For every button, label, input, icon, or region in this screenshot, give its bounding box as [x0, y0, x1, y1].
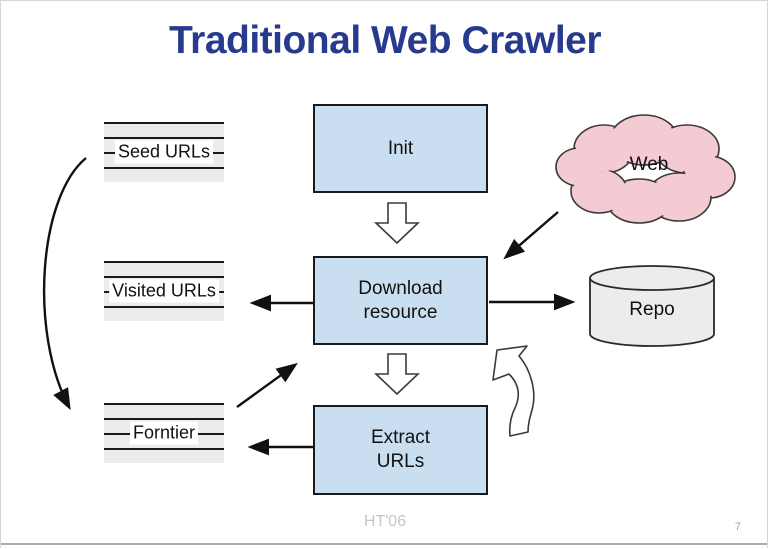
edge-extract-to-download-feedback-arrow-icon [492, 345, 535, 437]
stack-bar [104, 167, 224, 182]
node-frontier: Forntier [104, 403, 224, 463]
edge-download-to-extract-block-arrow-icon [374, 353, 420, 395]
node-repo-label: Repo [629, 299, 675, 320]
stack-bar [104, 261, 224, 276]
node-visited-urls: Visited URLs [104, 261, 224, 321]
node-init: Init [313, 104, 488, 193]
node-download-resource: Download resource [313, 256, 488, 345]
footer-page-number: 7 [734, 521, 741, 533]
node-extract-urls-label: Extract URLs [370, 427, 431, 472]
footer-conference: HT'06 [363, 513, 407, 530]
edge-init-to-download-block-arrow-icon [374, 202, 420, 244]
stack-bar [104, 448, 224, 463]
node-init-label: Init [387, 137, 414, 159]
stack-bar [104, 306, 224, 321]
slide-bottom-border [1, 543, 767, 545]
node-seed-urls: Seed URLs [104, 122, 224, 182]
node-seed-urls-label: Seed URLs [114, 140, 214, 164]
node-repo: Repo [587, 262, 717, 350]
edge-frontier-to-download [236, 362, 298, 408]
stack-bar [104, 122, 224, 137]
node-web-cloud: Web [549, 107, 744, 229]
stack-bar [104, 403, 224, 418]
edge-web-to-download [503, 211, 559, 260]
node-visited-urls-label: Visited URLs [109, 279, 219, 303]
node-web-label: Web [629, 154, 669, 175]
node-download-resource-label: Download resource [358, 277, 443, 323]
edge-seed-to-frontier [42, 157, 87, 411]
slide-title: Traditional Web Crawler [168, 19, 602, 62]
database-cylinder-shape [589, 265, 715, 347]
cloud-shape [555, 114, 736, 224]
node-frontier-label: Forntier [129, 421, 199, 445]
node-extract-urls: Extract URLs [313, 405, 488, 495]
